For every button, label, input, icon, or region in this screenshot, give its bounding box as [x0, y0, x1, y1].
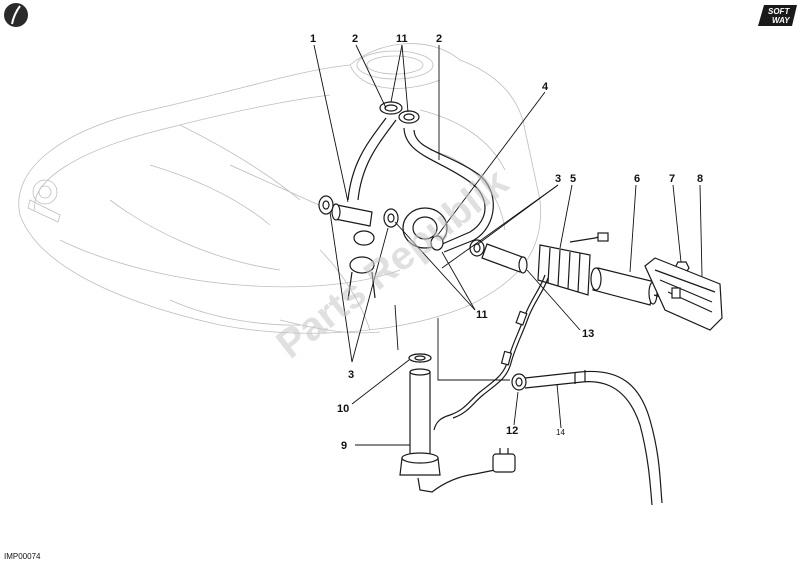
callout-8: 8	[697, 173, 703, 185]
callout-2-right: 2	[436, 33, 442, 45]
callout-3-right: 3	[555, 173, 561, 185]
watermark-text: Parts Republik	[268, 160, 516, 368]
callout-9: 9	[341, 440, 347, 452]
rubber-boot-5	[537, 232, 609, 296]
hose-2-left	[347, 117, 397, 201]
tube-13	[481, 243, 528, 274]
callout-4: 4	[542, 81, 549, 93]
hose-clamp-12	[511, 373, 527, 391]
logo-line-2: WAY	[772, 16, 790, 25]
drawing-code: IMP00074	[4, 552, 41, 561]
callout-14: 14	[556, 428, 565, 437]
callout-7: 7	[669, 173, 675, 185]
callout-12: 12	[506, 425, 518, 437]
hose-clamp-11-top-right	[398, 110, 420, 124]
callout-11-bottom: 11	[476, 309, 488, 321]
callout-5: 5	[570, 173, 576, 185]
filter-8	[644, 257, 723, 331]
fuel-pump-6	[590, 267, 667, 306]
assembly-guide-lines	[394, 304, 510, 381]
logo-line-1: SOFT	[768, 7, 790, 16]
hose-14	[524, 370, 663, 506]
washer-3-b	[383, 208, 399, 228]
callout-6: 6	[634, 173, 640, 185]
brand-logo: SOFT WAY	[758, 5, 797, 26]
washer-3-a	[318, 195, 334, 215]
electrical-lead	[433, 274, 549, 431]
leader-lines	[313, 44, 703, 446]
callout-10: 10	[337, 403, 349, 415]
callout-3-left: 3	[348, 369, 354, 381]
callout-13: 13	[582, 328, 594, 340]
callout-2-left: 2	[352, 33, 358, 45]
callout-11-top: 11	[396, 33, 408, 45]
washer-10	[408, 353, 432, 363]
level-sensor-9	[399, 353, 516, 493]
callout-1: 1	[310, 33, 316, 45]
hose-clamp-11-top-left	[379, 101, 403, 115]
corner-pictogram-icon	[4, 3, 28, 27]
fitting-1	[331, 203, 373, 227]
hose-2-right	[403, 127, 494, 253]
